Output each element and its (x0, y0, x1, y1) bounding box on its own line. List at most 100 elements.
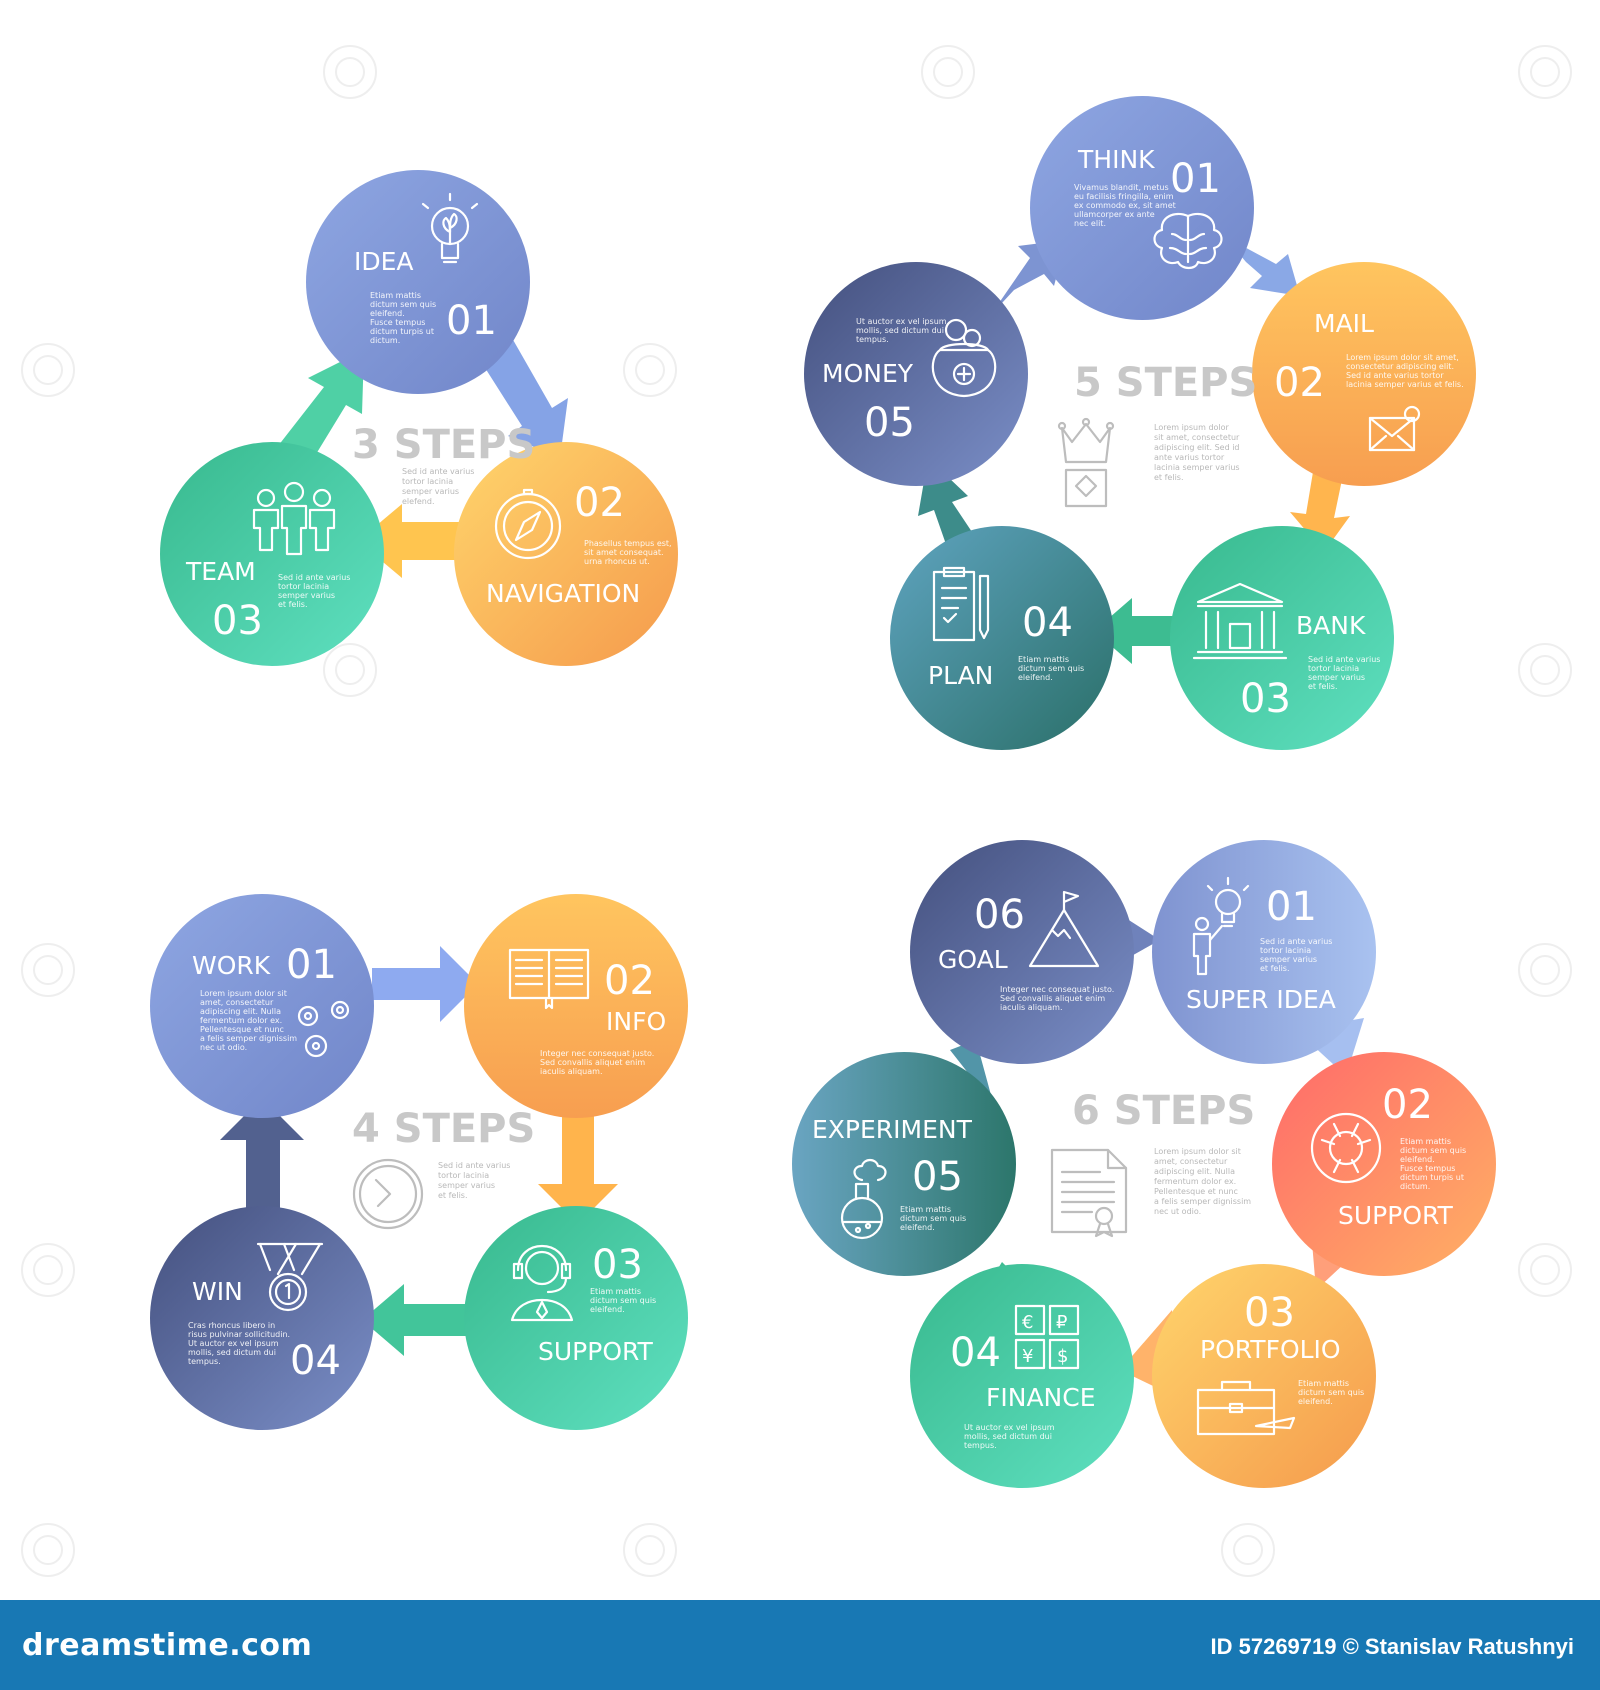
center-text-line: tortor lacinia (402, 477, 453, 486)
step-text: Cras rhoncus libero in (188, 1321, 275, 1330)
currency-euro: € (1022, 1312, 1033, 1333)
step-number: 05 (912, 1154, 963, 1200)
step-number: 02 (604, 958, 655, 1004)
step-label: INFO (606, 1007, 666, 1036)
center-text-line: lacinia semper varius (1154, 463, 1240, 472)
step-text: consectetur adipiscing elit. (1346, 362, 1454, 371)
step-text: dictum sem quis (1018, 664, 1084, 673)
step-text: dictum sem quis (1400, 1146, 1466, 1155)
step-number: 03 (1244, 1290, 1295, 1336)
step-text: tempus. (856, 335, 889, 344)
arrow-navigation-to-team (358, 504, 470, 578)
step-text: eleifend. (370, 309, 405, 318)
step-label: WORK (192, 951, 271, 980)
center-text-line: et felis. (1154, 473, 1184, 482)
step-text: Etiam mattis (1018, 655, 1069, 664)
step-text: Etiam mattis (590, 1287, 641, 1296)
footer-bar: dreamstime.com ID 57269719 © Stanislav R… (0, 1600, 1600, 1690)
currency-yen: ¥ (1022, 1346, 1033, 1367)
flask-icon (840, 1158, 887, 1240)
diagram-title: 5 STEPS (1074, 360, 1257, 406)
step-text: tempus. (188, 1357, 221, 1366)
step-label: MAIL (1314, 309, 1374, 338)
currency-icon (1014, 1304, 1080, 1370)
center-text-line: elefend. (402, 497, 435, 506)
step-text: Sed id ante varius (1308, 655, 1380, 664)
people-icon (252, 481, 336, 556)
step-number: 03 (212, 598, 263, 644)
diagram-5-steps: 5 STEPS Lorem ipsum dolor sit amet, cons… (804, 96, 1476, 750)
step-text: Sed id ante varius (1260, 937, 1332, 946)
clipboard-icon (932, 566, 990, 642)
clock-icon (352, 1158, 424, 1230)
step-text: semper varius (1260, 955, 1317, 964)
center-text-line: nec ut odio. (1154, 1207, 1201, 1216)
step-text: nec elit. (1074, 219, 1106, 228)
step-text: et felis. (278, 600, 308, 609)
center-text-line: sit amet, consectetur (1154, 433, 1240, 442)
arrow-bank-to-plan (1094, 598, 1182, 664)
center-text-line: adipiscing elit. Nulla (1154, 1167, 1235, 1176)
headset-icon (510, 1245, 574, 1322)
step-label: EXPERIMENT (812, 1115, 973, 1144)
step-experiment-circle (792, 1052, 1016, 1276)
step-text: Sed convallis aliquet enim (1000, 994, 1105, 1003)
step-text: eleifend. (1018, 673, 1053, 682)
step-text: tempus. (964, 1441, 997, 1450)
step-text: tortor lacinia (1260, 946, 1311, 955)
step-text: mollis, sed dictum dui (856, 326, 944, 335)
step-text: dictum turpis ut (370, 327, 434, 336)
step-text: Sed id ante varius (278, 573, 350, 582)
step-label: NAVIGATION (486, 579, 640, 608)
step-number: 01 (446, 298, 497, 344)
step-text: Etiam mattis (1400, 1137, 1451, 1146)
step-text: tortor lacinia (278, 582, 329, 591)
step-text: sit amet consequat. (584, 548, 664, 557)
step-text: Phasellus tempus est, (584, 539, 672, 548)
center-text-line: et felis. (438, 1191, 468, 1200)
center-text-line: semper varius (402, 487, 459, 496)
center-text-line: Lorem ipsum dolor (1154, 423, 1230, 432)
center-text: Sed id ante varius tortor lacinia semper… (402, 467, 474, 506)
diagram-title: 4 STEPS (352, 1106, 535, 1152)
step-text: semper varius (1308, 673, 1365, 682)
step-text: dictum sem quis (1298, 1388, 1364, 1397)
step-label: IDEA (354, 247, 414, 276)
arrow-work-to-info (372, 946, 478, 1022)
medal-icon (256, 1242, 324, 1312)
lifebuoy-icon (1310, 1112, 1382, 1184)
step-text: dictum sem quis (370, 300, 436, 309)
step-super-idea-circle (1152, 840, 1376, 1064)
step-number: 04 (290, 1338, 341, 1384)
center-text-line: adipiscing elit. Sed id (1154, 443, 1240, 452)
currency-ruble: ₽ (1056, 1312, 1067, 1333)
step-label: THINK (1077, 145, 1155, 174)
arrow-mail-to-bank (1290, 466, 1350, 552)
step-text: nec ut odio. (200, 1043, 247, 1052)
person-lightbulb-icon (1192, 876, 1250, 976)
step-text: Etiam mattis (900, 1205, 951, 1214)
step-label: SUPPORT (538, 1337, 654, 1366)
step-text: semper varius (278, 591, 335, 600)
mountain-flag-icon (1028, 890, 1100, 968)
diagram-6-steps: 6 STEPS Lorem ipsum dolor sit amet, cons… (792, 840, 1496, 1488)
step-finance-circle (910, 1264, 1134, 1488)
center-text-line: amet, consectetur (1154, 1157, 1228, 1166)
step-text: dictum sem quis (590, 1296, 656, 1305)
step-text: urna rhoncus ut. (584, 557, 650, 566)
step-text: Integer nec consequat justo. (540, 1049, 654, 1058)
step-text: risus pulvinar sollicitudin. (188, 1330, 290, 1339)
lightbulb-plant-icon (421, 192, 479, 264)
footer-brand[interactable]: dreamstime.com (22, 1628, 313, 1663)
center-text-line: ante varius tortor (1154, 453, 1225, 462)
step-text: Ut auctor ex vel ipsum (188, 1339, 279, 1348)
step-number: 03 (592, 1242, 643, 1288)
step-text: tortor lacinia (1308, 664, 1359, 673)
step-text: mollis, sed dictum dui (964, 1432, 1052, 1441)
currency-symbols: € ₽ ¥ $ (1022, 1312, 1068, 1367)
step-text: Ut auctor ex vel ipsum (964, 1423, 1055, 1432)
step-text: Ut auctor ex vel ipsum (856, 317, 947, 326)
gears-icon (297, 1000, 350, 1058)
step-text: et felis. (1308, 682, 1338, 691)
arrow-win-to-work (220, 1098, 304, 1212)
